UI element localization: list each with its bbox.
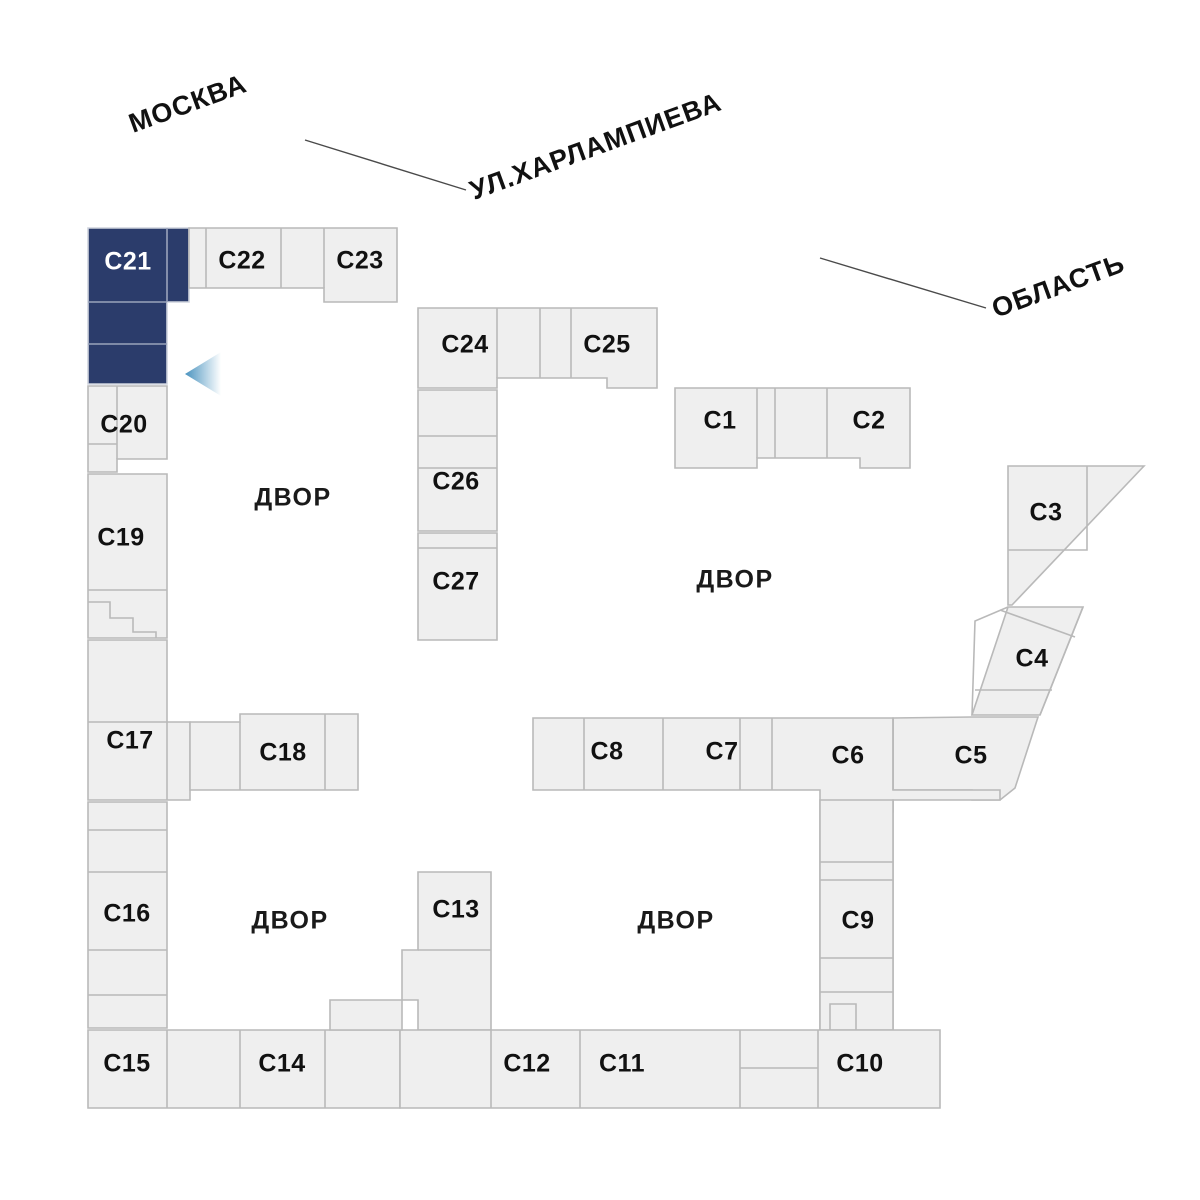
block-north-west — [87, 227, 401, 1109]
section-shape-C26[interactable] — [417, 389, 498, 532]
section-shape-C27[interactable] — [417, 532, 498, 641]
section-label-C20: С20 — [100, 411, 147, 439]
block-north-east — [674, 387, 911, 469]
section-shape-C16[interactable] — [87, 801, 168, 1029]
section-dividers-C19 — [88, 589, 167, 638]
section-label-C7: С7 — [706, 738, 739, 766]
section-label-C2: С2 — [853, 407, 886, 435]
section-shape-c12-stub[interactable] — [329, 999, 403, 1031]
section-label-C25: С25 — [583, 331, 630, 359]
section-dividers-C21 — [88, 228, 168, 345]
section-shape-C3[interactable] — [1007, 465, 1146, 606]
section-label-C5: С5 — [955, 742, 988, 770]
section-label-C19: С19 — [97, 524, 144, 552]
leader-moskva-street — [304, 139, 467, 191]
section-label-C26: С26 — [432, 468, 479, 496]
section-label-C8: С8 — [591, 738, 624, 766]
section-label-C3: С3 — [1030, 499, 1063, 527]
section-label-C16: С16 — [103, 900, 150, 928]
section-shape-C13[interactable] — [401, 871, 492, 1031]
section-label-C11: С11 — [599, 1050, 645, 1078]
yard-label-north-east: ДВОР — [696, 566, 773, 594]
yard-labels-group: ДВОР ДВОР ДВОР ДВОР — [251, 484, 773, 935]
yard-label-south-east: ДВОР — [637, 907, 714, 935]
section-label-C18: С18 — [259, 739, 306, 767]
section-dividers-C16 — [88, 829, 167, 996]
section-shape-C1-C2[interactable] — [674, 387, 911, 469]
section-label-C6: С6 — [832, 742, 865, 770]
block-bottom-row — [329, 999, 941, 1109]
section-label-C23: С23 — [336, 247, 383, 275]
leader-street-oblast — [819, 257, 987, 309]
section-shape-C17[interactable] — [87, 639, 191, 801]
section-dividers-C3 — [1008, 466, 1088, 551]
section-label-C15: С15 — [103, 1050, 150, 1078]
section-label-C22: С22 — [218, 247, 265, 275]
selection-pointer-group[interactable] — [185, 352, 221, 396]
section-dividers-C4 — [971, 606, 1084, 716]
section-label-C21: С21 — [104, 248, 151, 276]
block-east-slanted — [882, 465, 1146, 813]
section-dividers-C18 — [239, 714, 326, 790]
yard-label-north-west: ДВОР — [254, 484, 331, 512]
section-dividers-C5-C8-row — [583, 718, 894, 790]
section-dividers-C20 — [88, 386, 118, 459]
section-dividers-C17 — [88, 721, 168, 800]
section-dividers-C12-C11-C10 — [490, 1030, 819, 1108]
leader-lines-group — [304, 139, 987, 309]
section-shape-C22-C23[interactable] — [188, 227, 398, 303]
section-label-C1: С1 — [704, 407, 737, 435]
block-c13 — [401, 871, 492, 1031]
street-label-oblast: ОБЛАСТЬ — [988, 248, 1129, 324]
section-label-C14: С14 — [258, 1050, 305, 1078]
section-shape-C19[interactable] — [87, 473, 168, 639]
section-label-C4: С4 — [1016, 645, 1049, 673]
section-label-C17: С17 — [106, 727, 153, 755]
section-dividers-C22-C23 — [205, 228, 325, 288]
section-label-C24: С24 — [441, 331, 488, 359]
selection-pointer-icon[interactable] — [185, 352, 221, 396]
section-dividers-C15-C14 — [166, 1030, 326, 1108]
block-central-north — [417, 307, 658, 641]
section-label-C13: С13 — [432, 896, 479, 924]
section-dividers-C24-C25 — [496, 308, 572, 378]
yard-label-south-west: ДВОР — [251, 907, 328, 935]
section-dividers-C9 — [820, 861, 893, 993]
street-label-ul-harlampieva: УЛ.ХАРЛАМПИЕВА — [466, 87, 726, 206]
section-label-C12: С12 — [503, 1050, 550, 1078]
section-labels-group: С1 С2 С3 С4 С5 С6 С7 С8 С9 С10 С11 С12 С… — [97, 247, 1062, 1078]
section-dividers-C26 — [418, 435, 497, 469]
section-label-C9: С9 — [842, 907, 875, 935]
section-shape-C24-C25[interactable] — [417, 307, 658, 389]
street-label-moskva: МОСКВА — [125, 68, 251, 138]
section-label-C10: С10 — [836, 1050, 883, 1078]
section-label-C27: С27 — [432, 568, 479, 596]
section-dividers-C1-C2 — [756, 388, 828, 458]
section-shape-C12-C11-C10[interactable] — [399, 1029, 941, 1109]
